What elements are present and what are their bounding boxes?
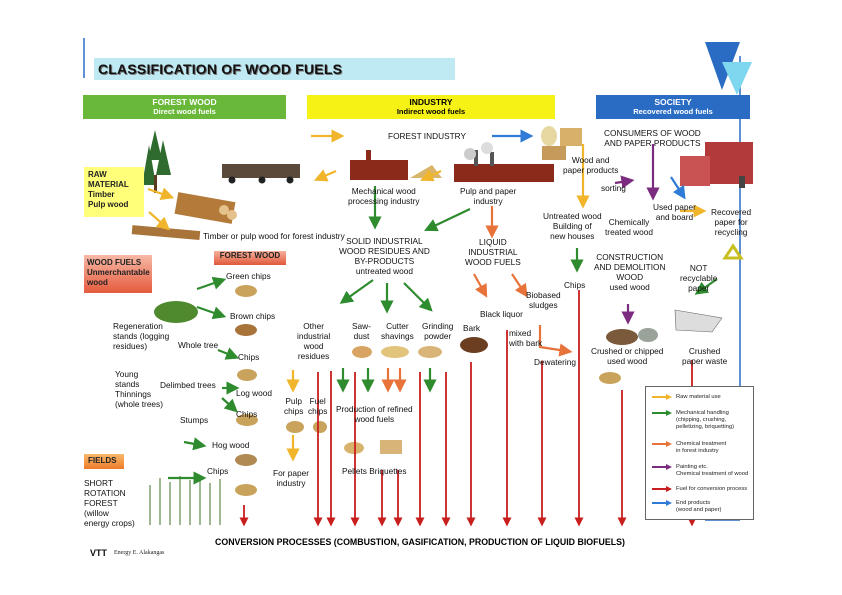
band-forest-wood: FOREST WOOD Direct wood fuels (83, 95, 286, 119)
node-consumers: CONSUMERS OF WOOD AND PAPER PRODUCTS (604, 128, 701, 148)
node-log-wood: Log wood (236, 388, 272, 398)
legend: Raw material use Mechanical handling (ch… (645, 386, 754, 520)
tree-icons (142, 130, 171, 193)
node-dewatering: Dewatering (534, 357, 576, 367)
band-society-title: SOCIETY (654, 97, 692, 107)
node-hog-wood: Hog wood (212, 440, 250, 450)
node-crushed-wood: Crushed or chipped used wood (591, 346, 664, 366)
node-other-residues: Other industrial wood residues (297, 321, 331, 361)
node-chips-society: Chips (564, 280, 586, 290)
node-pulp-chips: Pulp chips (284, 396, 304, 416)
sawmill-icon (350, 150, 442, 180)
node-not-recyclable: NOT recyclable paper (680, 263, 718, 293)
conversion-footer: CONVERSION PROCESSES (COMBUSTION, GASIFI… (215, 537, 625, 547)
band-industry-subtitle: Indirect wood fuels (396, 107, 466, 116)
legend-item-raw: Raw material use (676, 394, 721, 400)
bark-icon (460, 337, 488, 353)
page-title: CLASSIFICATION OF WOOD FUELS (98, 61, 343, 77)
band-society-subtitle: Recovered wood fuels (633, 107, 713, 116)
recycling-icon (722, 243, 744, 260)
node-for-paper-industry: For paper industry (273, 468, 309, 488)
node-chips-1: Chips (238, 352, 260, 362)
houses-icon (680, 142, 753, 188)
legend-arrowhead-4 (666, 486, 672, 492)
legend-arrowhead-0 (666, 394, 672, 400)
node-chips-3: Chips (207, 466, 229, 476)
pellets-briquettes-icon (344, 440, 402, 454)
fields-label: FIELDS (84, 454, 124, 469)
legend-arrowhead-2 (666, 441, 672, 447)
node-sorting: sorting (601, 183, 626, 193)
node-construction: CONSTRUCTION AND DEMOLITION WOOD used wo… (594, 252, 666, 292)
band-industry: INDUSTRY Indirect wood fuels (307, 95, 555, 119)
node-green-chips: Green chips (226, 271, 271, 281)
wood-fuels-label: WOOD FUELS Unmerchantable wood (84, 255, 152, 293)
node-wood-paper-products: Wood and paper products (563, 155, 619, 175)
regeneration-stand-icon (154, 301, 198, 323)
flow-arrows (147, 129, 718, 485)
band-forest-subtitle: Direct wood fuels (153, 107, 216, 116)
vtt-triangles-logo (705, 42, 752, 95)
wood-fuels-subtitle: Unmerchantable wood (87, 268, 150, 287)
timber-truck-icon (222, 164, 300, 184)
node-chemically-treated: Chemically treated wood (605, 217, 653, 237)
node-chips-2: Chips (236, 409, 258, 419)
node-crushed-paper: Crushed paper waste (682, 346, 728, 366)
node-mechanical: Mechanical wood processing industry (348, 186, 420, 206)
node-brown-chips: Brown chips (230, 311, 276, 321)
legend-swatches (652, 394, 672, 506)
fuel-lines (239, 290, 697, 527)
node-delimbed: Delimbed trees (160, 380, 216, 390)
node-pulp-paper: Pulp and paper industry (460, 186, 517, 206)
legend-item-mechanical: Mechanical handling (chipping, crushing,… (676, 410, 735, 430)
legend-item-painting: Painting etc. Chemical treatment of wood (676, 464, 749, 477)
paper-waste-icon (674, 309, 723, 333)
legend-item-fuel: Fuel for conversion process (676, 486, 748, 492)
node-bark: Bark (463, 323, 481, 333)
node-recovered-paper: Recovered paper for recycling (711, 207, 752, 237)
node-stumps: Stumps (180, 415, 209, 425)
raw-material-label: RAW MATERIAL Timber Pulp wood (84, 167, 144, 217)
node-grinding-powder: Grinding powder (422, 321, 454, 341)
products-icon (541, 126, 582, 160)
willow-field-icon (149, 476, 221, 525)
node-regeneration: Regeneration stands (logging residues) (113, 321, 170, 351)
band-industry-title: INDUSTRY (409, 97, 453, 107)
node-sawdust: Saw- dust (352, 321, 371, 341)
node-used-paper: Used paper and board (653, 202, 696, 222)
node-whole-tree: Whole tree (178, 340, 219, 350)
vtt-logo: VTT (90, 548, 107, 558)
node-pellets-briquettes: Pellets Briquettes (342, 466, 407, 476)
node-timber-pulp: Timber or pulp wood for forest industry (203, 231, 345, 241)
log-pile-icon (131, 192, 237, 241)
wood-fuels-title: WOOD FUELS (87, 258, 142, 267)
node-liquid-fuels: LIQUID INDUSTRIAL WOOD FUELS (465, 237, 521, 267)
node-short-rotation-forest: SHORT ROTATION FOREST (willow energy cro… (84, 478, 135, 528)
band-society: SOCIETY Recovered wood fuels (596, 95, 750, 119)
legend-item-end-products: End products (wood and paper) (676, 500, 722, 513)
forest-wood-label: FOREST WOOD (214, 251, 286, 265)
construction-waste-icon (606, 328, 658, 345)
node-solid-residues: SOLID INDUSTRIAL WOOD RESIDUES AND BY-PR… (339, 236, 430, 276)
title-background (94, 58, 455, 80)
node-fuel-chips: Fuel chips (308, 396, 328, 416)
node-untreated-wood: Untreated wood Building of new houses (543, 211, 602, 241)
node-biobased-sludges: Biobased sludges (526, 290, 561, 310)
author-credit: Energy E. Alakangas (114, 550, 165, 556)
legend-arrowhead-1 (666, 410, 672, 416)
chip-pile-icons (235, 285, 621, 496)
node-cutter-shavings: Cutter shavings (381, 321, 414, 341)
legend-item-chemical: Chemical treatment in forest industry (676, 441, 727, 454)
band-forest-title: FOREST WOOD (152, 97, 217, 107)
legend-arrowhead-3 (666, 464, 672, 470)
legend-arrowhead-5 (666, 500, 672, 506)
node-forest-industry: FOREST INDUSTRY (388, 131, 467, 141)
node-black-liquor: Black liquor (480, 309, 523, 319)
node-refined-fuels: Production of refined wood fuels (336, 404, 413, 424)
pulp-mill-icon (454, 142, 554, 182)
node-young-stands: Young stands Thinnings (whole trees) (115, 369, 163, 409)
node-mixed-with-bark: mixed with bark (509, 328, 543, 348)
